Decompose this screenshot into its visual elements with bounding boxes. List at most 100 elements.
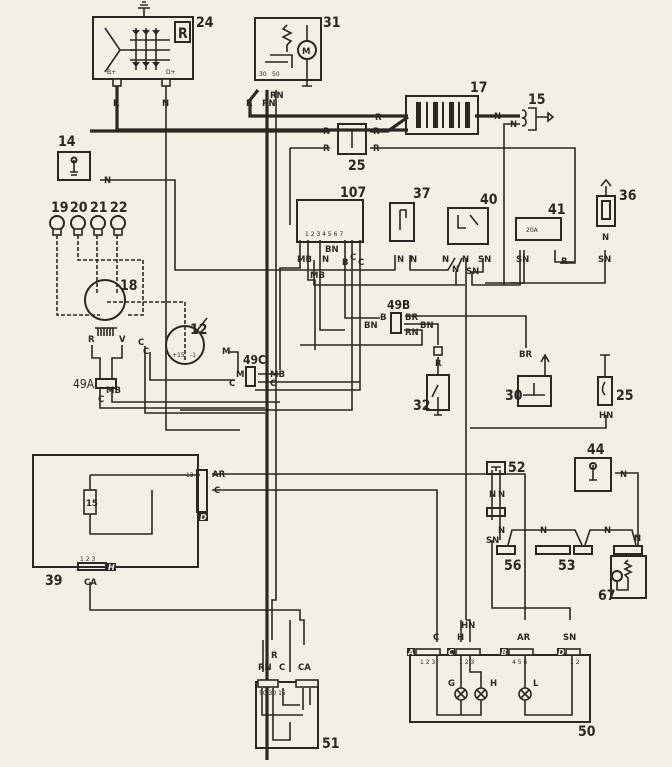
wire-dist-v [111, 345, 123, 380]
wire-starter-30 [248, 89, 408, 118]
component-number: 39 [45, 573, 63, 589]
wire-plug-20 [77, 235, 144, 316]
wire-alt-dplus [165, 79, 240, 431]
lamp-label: G [448, 679, 455, 689]
wire-label: N [104, 176, 111, 186]
connector-d-label: D [200, 513, 207, 522]
wire-label: N [462, 255, 469, 265]
switch-37: 37 [389, 186, 431, 242]
lamp-g-icon [454, 687, 468, 701]
wire-label: SN [486, 536, 499, 546]
wire-label: N [489, 490, 496, 500]
connector-b-label: B [501, 648, 507, 657]
wire-labels: R N R RN RN R R R R R N N N MB MB BN N B… [84, 91, 641, 673]
component-number: 52 [508, 460, 526, 476]
wire-label: N [634, 534, 641, 544]
connector-49c: 49C [243, 353, 266, 387]
wire-107-n [313, 260, 465, 286]
lamp-h-icon [474, 687, 488, 701]
wire-starter-rn2 [271, 90, 277, 640]
wire-56-n [507, 529, 583, 546]
wire-15-n [503, 123, 520, 285]
wire-label: R [271, 651, 278, 661]
wire-label: MB [106, 386, 121, 396]
distributor-18: 18 R V [84, 278, 138, 345]
wire-107-c2 [255, 240, 361, 391]
wire-39-ca [89, 582, 305, 645]
wire-107-c1 [180, 240, 353, 411]
spark-plug-20: 20 [70, 200, 88, 236]
ground-14: 14 [57, 134, 91, 181]
wire-label: N [498, 490, 505, 500]
ground-15: 15 [521, 92, 555, 131]
lamp-label: L [533, 679, 539, 689]
battery-17: 17 [405, 80, 488, 135]
component-number: 19 [51, 200, 69, 216]
wire-49a-mb [111, 388, 280, 403]
component-number: 67 [598, 588, 616, 604]
wire-label: V [119, 335, 126, 345]
wire-label: MB [297, 255, 312, 265]
wire-label: SN [598, 255, 611, 265]
wire-label: SN [563, 633, 576, 643]
component-number: 24 [196, 15, 214, 31]
pins-c: 1 2 3 [459, 659, 474, 666]
wire-label: BN [325, 245, 339, 255]
wire-39-ar [212, 473, 526, 620]
control-unit-39: 15 D H 1 2 3 12 39 [32, 454, 208, 589]
wire-label: C [270, 379, 276, 389]
wire-39-c [212, 489, 438, 620]
wire-25-hn [470, 415, 607, 429]
relay-40: 40 [447, 192, 498, 245]
connector-block-107: 1 2 3 4 5 6 7 107 [296, 185, 366, 243]
wire-label: RN [270, 91, 284, 101]
component-number: 30 [505, 388, 523, 404]
inner-label: 15 [86, 499, 98, 509]
wire-coil-c1 [144, 346, 265, 414]
pins-h: 1 2 3 [80, 556, 95, 563]
wire-label: N [452, 265, 459, 275]
pins-b: 4 5 6 [512, 659, 527, 666]
wire-label: C [98, 395, 104, 405]
wire-label: N [498, 526, 505, 536]
wire-label: B [380, 313, 386, 323]
wire-label: R [88, 335, 95, 345]
spark-plug-19: 19 [49, 200, 69, 236]
wire-label: R [375, 113, 382, 123]
wire-107-mb2 [307, 240, 316, 350]
component-number: 40 [480, 192, 498, 208]
component-number: 14 [58, 134, 76, 150]
component-number: 15 [528, 92, 546, 108]
connector-53: 53 [535, 545, 593, 574]
ignition-switch-51: 50 30 15 51 [255, 679, 340, 752]
wire-label: C [214, 486, 220, 496]
wire-label: R [323, 144, 330, 154]
component-number: 49B [387, 298, 410, 312]
component-number: 50 [578, 724, 596, 740]
wire-label: N [510, 120, 517, 130]
terminal-dplus: D+ [166, 69, 176, 76]
ignition-coil-12: 12 +15 -1 [165, 317, 208, 365]
wire-107-mb [279, 240, 301, 370]
wire-label: CA [84, 578, 97, 588]
wire-14-n [100, 179, 305, 271]
component-number: 49C [243, 353, 266, 367]
wire-label: AR [517, 633, 531, 643]
alternator-24: R B+ D+ 24 [92, 1, 214, 87]
wire-label: R [561, 257, 568, 267]
instrument-panel-50: A C B D 1 2 3 1 2 3 4 5 6 1 2 G H L 50 [407, 648, 596, 740]
wire-label: SN [516, 255, 529, 265]
wire-plug-19 [56, 235, 100, 316]
component-number: 49A [73, 377, 95, 391]
wire-37-n2 [409, 255, 456, 271]
wire-49b-bn [404, 323, 439, 345]
wire-label: C [229, 379, 235, 389]
component-number: 25 [348, 158, 366, 174]
wire-label: C [358, 258, 364, 268]
wire-coil-m [228, 351, 239, 373]
terminal-label: +15 [172, 352, 185, 359]
component-number: 37 [413, 186, 431, 202]
wire-label: SN [466, 267, 479, 277]
pin-12: 12 [186, 472, 194, 479]
